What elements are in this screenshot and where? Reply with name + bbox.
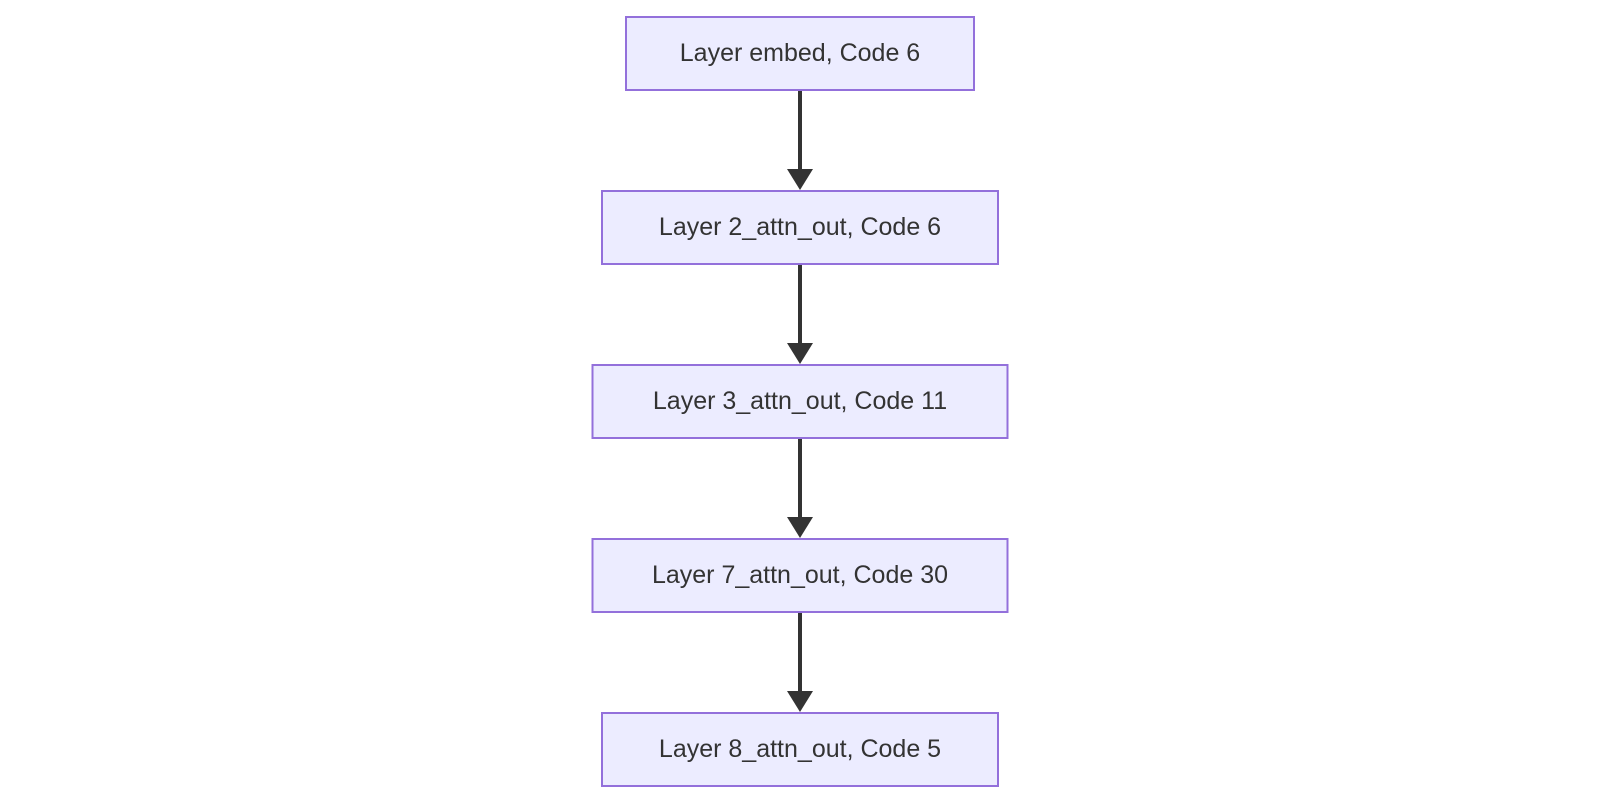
arrowhead-icon [787,343,813,364]
flow-node-label: Layer 7_attn_out, Code 30 [651,561,949,589]
flow-node: Layer 2_attn_out, Code 6 [601,190,999,265]
flow-node: Layer 8_attn_out, Code 5 [601,712,999,787]
flow-node: Layer embed, Code 6 [625,16,975,91]
arrow-line [798,439,802,517]
arrow-line [798,91,802,169]
flow-node-label: Layer 3_attn_out, Code 11 [652,387,948,415]
arrowhead-icon [787,691,813,712]
arrow-down [787,613,813,712]
flow-node-label: Layer 2_attn_out, Code 6 [658,213,942,241]
arrowhead-icon [787,169,813,190]
arrow-line [798,613,802,691]
flow-node: Layer 7_attn_out, Code 30 [591,538,1009,613]
arrow-line [798,265,802,343]
arrow-down [787,91,813,190]
arrowhead-icon [787,517,813,538]
arrow-down [787,439,813,538]
arrow-down [787,265,813,364]
flow-node-label: Layer embed, Code 6 [679,39,921,67]
flow-node-label: Layer 8_attn_out, Code 5 [658,735,942,763]
flow-node: Layer 3_attn_out, Code 11 [591,364,1009,439]
